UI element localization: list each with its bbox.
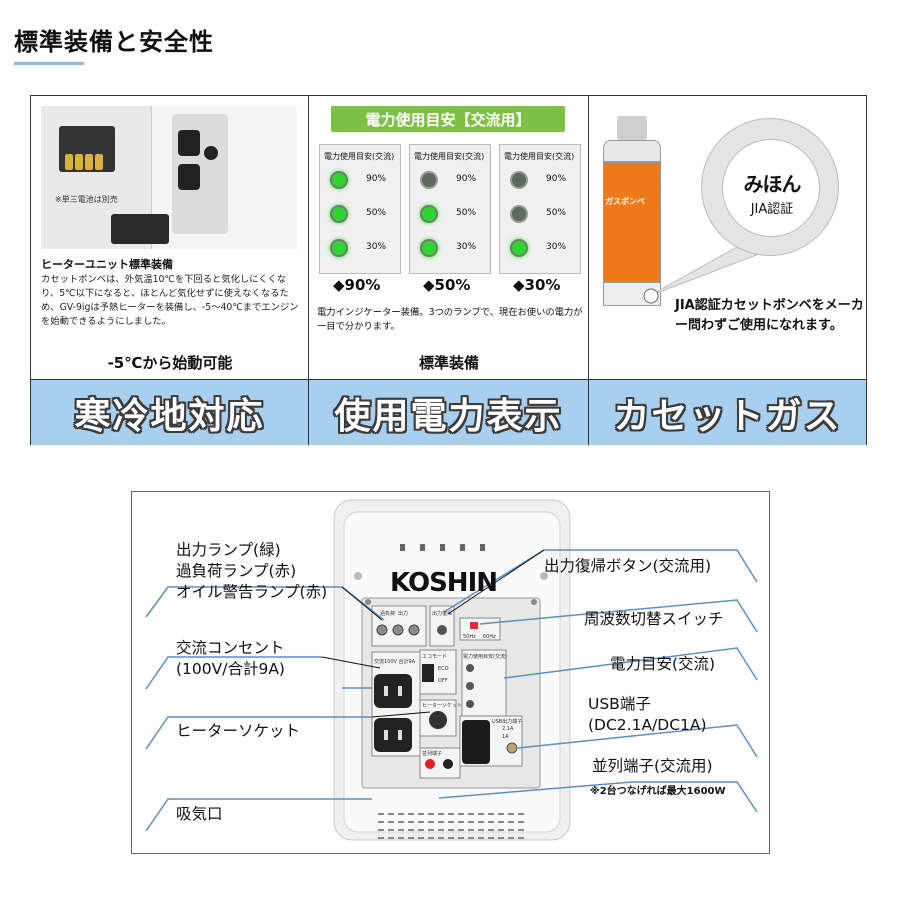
panel-reset-text: 出力復帰	[432, 611, 453, 617]
banner-row: 寒冷地対応 使用電力表示 カセットガス	[31, 379, 866, 445]
indicator-state-label: ◆90%	[333, 276, 381, 294]
indicator-panel-label: 電力使用目安(交流)	[504, 152, 575, 161]
indicator-state-label: ◆30%	[513, 276, 561, 294]
panel-meter-text: 電力使用目安(交流)	[463, 654, 507, 660]
indicator-lamp	[330, 171, 348, 189]
panel-overload-text: 過負荷	[380, 611, 396, 617]
heater-description: カセットボンベは、外気温10℃を下回ると気化しにくくなり、5℃以下になると、ほと…	[41, 274, 299, 327]
indicator-lamp	[420, 239, 438, 257]
brand-logo: KOSHIN	[390, 568, 498, 598]
indicator-level-text: 90%	[546, 174, 567, 184]
heater-photo: ※単三電池は別売	[41, 106, 297, 249]
gas-can-image: ガスボンベ	[601, 116, 663, 306]
banner-power: 使用電力表示	[309, 380, 589, 445]
indicator-panel: 電力使用目安(交流) 90% 50% 30%	[319, 144, 401, 274]
indicator-lamp	[420, 205, 438, 223]
jia-seal: みほん JIA認証	[701, 118, 839, 256]
label-parallel-note: ※2台つなげれば最大1600W	[590, 786, 726, 797]
label-frequency-switch: 周波数切替スイッチ	[584, 610, 724, 628]
seal-sub-text: JIA認証	[750, 202, 794, 217]
indicator-header: 電力使用目安【交流用】	[331, 106, 565, 132]
panel-usb-b-text: 1A	[502, 734, 509, 740]
panel-usb-a-text: 2.1A	[502, 726, 514, 732]
label-heater-socket: ヒーターソケット	[176, 722, 301, 740]
banner-cold: 寒冷地対応	[31, 380, 309, 445]
label-lamps: 出力ランプ(緑) 過負荷ランプ(赤) オイル警告ランプ(赤)	[176, 541, 328, 601]
seal-main-text: みほん	[743, 172, 802, 196]
label-air-intake: 吸気口	[176, 805, 223, 823]
indicator-lamp	[510, 205, 528, 223]
control-panel-diagram: KOSHIN 出力 過負荷 出力復帰 50Hz 60Hz 交流100V 合計9A…	[131, 491, 770, 854]
label-ac-outlet: 交流コンセント (100V/合計9A)	[176, 639, 285, 678]
panel-eco-on-text: ECO	[438, 666, 449, 672]
indicator-panel-label: 電力使用目安(交流)	[414, 152, 485, 161]
indicator-lamp	[510, 171, 528, 189]
label-usb: USB端子 (DC2.1A/DC1A)	[588, 695, 707, 734]
panel-60hz-text: 60Hz	[483, 634, 496, 640]
label-parallel: 並列端子(交流用)	[592, 757, 713, 775]
indicator-level-text: 50%	[366, 208, 387, 218]
indicator-footer: 標準装備	[418, 354, 479, 372]
indicator-level-text: 50%	[546, 208, 567, 218]
banner-gas: カセットガス	[589, 380, 866, 445]
indicator-level-text: 30%	[366, 242, 387, 252]
title-underline	[14, 62, 84, 65]
heater-heading: ヒーターユニット標準装備	[41, 258, 173, 271]
panel-usb-text: USB出力端子	[492, 719, 523, 725]
indicator-panel: 電力使用目安(交流) 90% 50% 30%	[499, 144, 581, 274]
panel-eco-off-text: OFF	[438, 678, 448, 684]
generator-side-image	[151, 106, 297, 249]
gas-description: JIA認証カセットボンベをメーカー問わずご使用になれます。	[675, 298, 864, 333]
battery-note: ※単三電池は別売	[55, 195, 118, 204]
indicator-lamp	[420, 171, 438, 189]
indicator-state-label: ◆50%	[423, 276, 471, 294]
indicator-level-text: 50%	[456, 208, 477, 218]
feature-gas: ガスボンベ みほん JIA認証 JIA認証カセットボンベをメーカー問わずご使用に…	[589, 96, 868, 379]
panel-ac-outlet-text: 交流100V 合計9A	[374, 659, 416, 665]
indicator-level-text: 90%	[366, 174, 387, 184]
seal-pointer	[643, 245, 761, 304]
indicator-level-text: 30%	[456, 242, 477, 252]
indicator-lamp	[330, 239, 348, 257]
heater-unit-image	[111, 214, 169, 244]
page-title: 標準装備と安全性	[14, 28, 214, 56]
indicator-level-text: 90%	[456, 174, 477, 184]
indicator-lamp	[510, 239, 528, 257]
indicator-description: 電力インジケーター装備。3つのランプで、現在お使いの電力が一目で分かります。	[317, 307, 583, 332]
panel-parallel-text: 並列端子	[422, 751, 443, 757]
label-power-meter: 電力目安(交流)	[610, 655, 716, 673]
panel-lamp-text: 出力	[398, 611, 409, 617]
feature-indicator: 電力使用目安【交流用】 電力使用目安(交流) 90% 50% 30% ◆90% 電力使用目…	[309, 96, 589, 379]
generator-illustration	[145, 499, 758, 841]
panel-eco-text: エコモード	[422, 654, 448, 660]
gas-can-label: ガスボンベ	[605, 197, 645, 206]
feature-panel: ※単三電池は別売 ヒーターユニット標準装備 カセットボンベは、外気温10℃を下回…	[30, 95, 867, 445]
indicator-lamp	[330, 205, 348, 223]
label-reset-button: 出力復帰ボタン(交流用)	[544, 557, 712, 575]
indicator-panel-label: 電力使用目安(交流)	[324, 152, 395, 161]
panel-50hz-text: 50Hz	[463, 634, 476, 640]
feature-heater: ※単三電池は別売 ヒーターユニット標準装備 カセットボンベは、外気温10℃を下回…	[31, 96, 309, 379]
indicator-panel: 電力使用目安(交流) 90% 50% 30%	[409, 144, 491, 274]
indicator-level-text: 30%	[546, 242, 567, 252]
heater-footer: -5℃から始動可能	[107, 354, 233, 372]
panel-heater-text: ヒーターソケット	[422, 703, 463, 709]
